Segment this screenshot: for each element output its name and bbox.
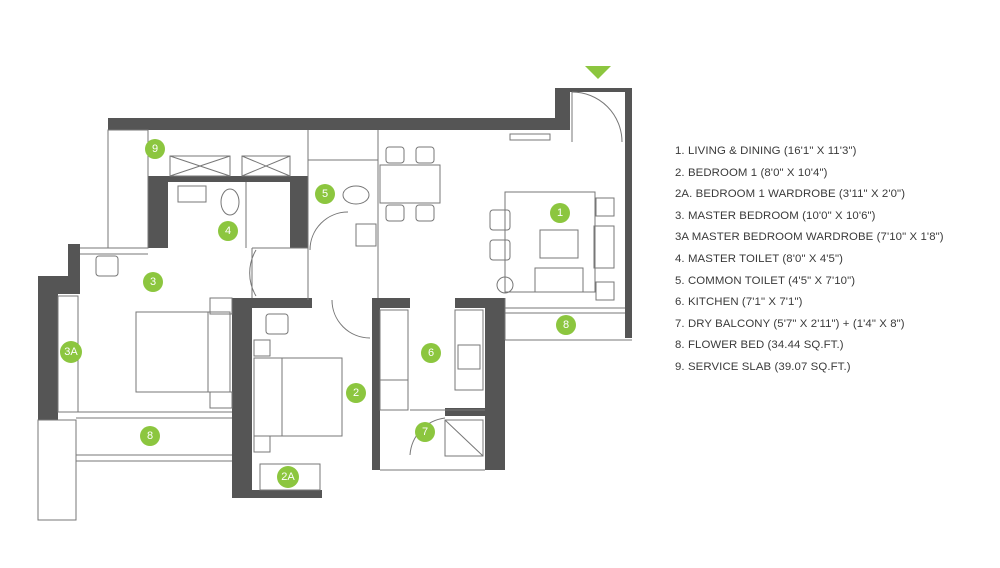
- toilet-5-icon: [342, 185, 370, 205]
- badge-9: 9: [145, 139, 165, 159]
- svg-text:5: 5: [322, 188, 328, 200]
- badge-7: 7: [415, 422, 435, 442]
- badge-6: 6: [421, 343, 441, 363]
- room-legend: 1. LIVING & DINING (16'1" X 11'3") 2. BE…: [675, 141, 944, 379]
- badge-3a: 3A: [60, 341, 82, 363]
- legend-item: 2. BEDROOM 1 (8'0" X 10'4"): [675, 166, 828, 179]
- legend-item: 3A MASTER BEDROOM WARDROBE (7'10" X 1'8"…: [675, 231, 944, 244]
- svg-text:3A: 3A: [64, 346, 78, 358]
- legend-item: 7. DRY BALCONY (5'7" X 2'11") + (1'4" X …: [675, 317, 905, 330]
- dining-table: [379, 164, 441, 204]
- walls: [38, 88, 632, 498]
- bedroom-1-bed: [253, 357, 343, 437]
- kitchen-counter-left: [379, 309, 409, 381]
- badge-2: 2: [346, 383, 366, 403]
- entry-arrow-icon: [585, 66, 611, 79]
- wardrobe-2a: [259, 463, 321, 491]
- svg-text:2: 2: [353, 387, 359, 399]
- service-slab-outline: [107, 129, 149, 249]
- flower-bed-left-outline: [37, 419, 77, 521]
- floor-plan: 1 2 2A 3 3A 4 5 6 7 8 8 9: [37, 66, 632, 521]
- legend-item: 2A. BEDROOM 1 WARDROBE (3'11" X 2'0"): [675, 188, 906, 201]
- legend-item: 4. MASTER TOILET (8'0" X 4'5"): [675, 252, 844, 265]
- shower-left: [169, 155, 231, 177]
- living-rug: [504, 191, 596, 293]
- sofa-right: [593, 225, 615, 269]
- legend-item: 8. FLOWER BED (34.44 SQ.FT.): [675, 339, 844, 352]
- legend-item: 5. COMMON TOILET (4'5" X 7'10"): [675, 274, 856, 287]
- badge-8a: 8: [556, 315, 576, 335]
- badge-8b: 8: [140, 426, 160, 446]
- badge-5: 5: [315, 184, 335, 204]
- room-badges: 1 2 2A 3 3A 4 5 6 7 8 8 9: [60, 139, 576, 488]
- shower-right: [241, 155, 291, 177]
- ac-unit: [509, 133, 551, 141]
- badge-1: 1: [550, 203, 570, 223]
- svg-text:7: 7: [422, 426, 428, 438]
- toilet-4-icon: [220, 188, 240, 216]
- svg-text:9: 9: [152, 143, 158, 155]
- legend-item: 3. MASTER BEDROOM (10'0" X 10'6"): [675, 209, 876, 222]
- badge-3: 3: [143, 272, 163, 292]
- stove-icon: [457, 344, 481, 370]
- badge-4: 4: [218, 221, 238, 241]
- kitchen-counter-right: [454, 309, 484, 391]
- svg-text:6: 6: [428, 347, 434, 359]
- svg-text:8: 8: [147, 430, 153, 442]
- svg-text:4: 4: [225, 225, 231, 237]
- sofa-bottom: [534, 267, 584, 293]
- svg-text:3: 3: [150, 276, 156, 288]
- legend-item: 6. KITCHEN (7'1" X 7'1"): [675, 296, 803, 309]
- legend-item: 9. SERVICE SLAB (39.07 SQ.FT.): [675, 360, 851, 373]
- svg-text:1: 1: [557, 207, 563, 219]
- washing-machine: [444, 419, 484, 457]
- master-bed: [135, 311, 209, 393]
- badge-2a: 2A: [277, 466, 299, 488]
- legend-item: 1. LIVING & DINING (16'1" X 11'3"): [675, 145, 857, 157]
- svg-text:2A: 2A: [281, 471, 295, 483]
- coffee-table: [539, 229, 579, 259]
- svg-text:8: 8: [563, 319, 569, 331]
